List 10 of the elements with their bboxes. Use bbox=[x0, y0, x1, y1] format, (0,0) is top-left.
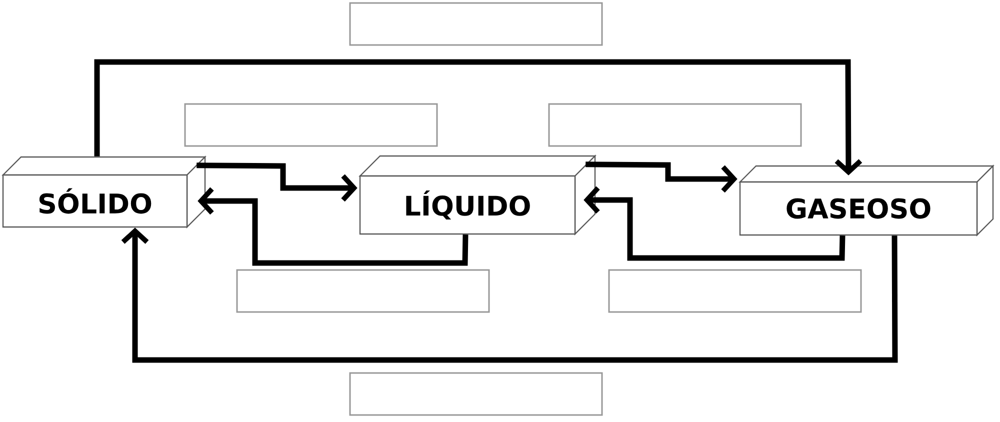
arrow bbox=[198, 187, 468, 266]
answer-box bbox=[236, 269, 490, 313]
answer-box bbox=[184, 103, 438, 147]
answer-box bbox=[608, 269, 862, 313]
arrow bbox=[121, 228, 898, 363]
answer-box bbox=[548, 103, 802, 147]
arrow bbox=[94, 59, 862, 176]
answer-box bbox=[349, 372, 603, 416]
answer-box bbox=[349, 2, 603, 46]
arrow bbox=[584, 186, 846, 261]
